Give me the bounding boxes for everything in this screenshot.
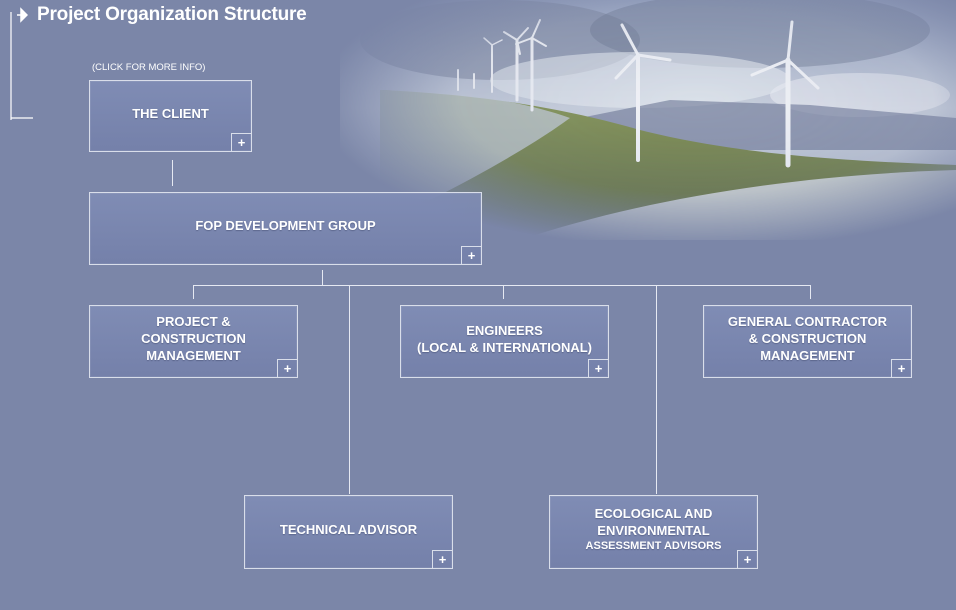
label-line: GENERAL CONTRACTOR (727, 314, 888, 329)
org-box-label: TECHNICAL ADVISOR (274, 521, 423, 538)
org-box-label: FOP DEVELOPMENT GROUP (189, 217, 381, 234)
connector-line (193, 285, 811, 286)
expand-plus-icon[interactable]: + (588, 359, 608, 377)
expand-plus-icon[interactable]: + (432, 550, 452, 568)
org-box-label: ECOLOGICAL AND ENVIRONMENTAL ASSESSMENT … (580, 505, 728, 554)
connector-line (349, 285, 350, 494)
connector-line (810, 285, 811, 299)
org-box-engineers[interactable]: ENGINEERS (LOCAL & INTERNATIONAL) + (400, 305, 609, 378)
label-line: ASSESSMENT ADVISORS (585, 539, 722, 552)
connector-line (193, 285, 194, 299)
org-box-project-construction-management[interactable]: PROJECT & CONSTRUCTION MANAGEMENT + (89, 305, 298, 378)
label-line: CONSTRUCTION (141, 331, 246, 346)
label-line: THE CLIENT (132, 105, 209, 121)
org-box-technical-advisor[interactable]: TECHNICAL ADVISOR + (244, 495, 453, 569)
label-line: TECHNICAL ADVISOR (279, 521, 418, 537)
label-line: MANAGEMENT (760, 348, 855, 363)
expand-plus-icon[interactable]: + (277, 359, 297, 377)
org-box-general-contractor[interactable]: GENERAL CONTRACTOR & CONSTRUCTION MANAGE… (703, 305, 912, 378)
label-line: PROJECT & (156, 314, 231, 329)
org-box-label: THE CLIENT (126, 105, 215, 122)
org-box-label: PROJECT & CONSTRUCTION MANAGEMENT (135, 313, 252, 364)
arrow-right-icon (17, 7, 28, 23)
label-line: ENVIRONMENTAL (597, 522, 710, 538)
label-line: ECOLOGICAL AND (594, 505, 713, 521)
connector-line (172, 160, 173, 186)
expand-plus-icon[interactable]: + (461, 246, 481, 264)
connector-line (503, 285, 504, 299)
label-line: ENGINEERS (466, 322, 543, 338)
org-box-ecological-environmental-advisors[interactable]: ECOLOGICAL AND ENVIRONMENTAL ASSESSMENT … (549, 495, 758, 569)
org-box-label: ENGINEERS (LOCAL & INTERNATIONAL) (411, 322, 598, 356)
wind-turbine-landscape-image (340, 0, 956, 240)
label-line: & CONSTRUCTION (748, 331, 867, 346)
org-box-fop-development-group[interactable]: FOP DEVELOPMENT GROUP + (89, 192, 482, 265)
label-line: MANAGEMENT (146, 348, 241, 363)
org-box-the-client[interactable]: THE CLIENT + (89, 80, 252, 152)
label-line: (LOCAL & INTERNATIONAL) (417, 339, 592, 355)
expand-plus-icon[interactable]: + (231, 133, 251, 151)
connector-line (656, 285, 657, 494)
page-title: Project Organization Structure (37, 4, 307, 25)
org-box-label: GENERAL CONTRACTOR & CONSTRUCTION MANAGE… (722, 313, 893, 364)
expand-plus-icon[interactable]: + (737, 550, 757, 568)
expand-plus-icon[interactable]: + (891, 359, 911, 377)
label-line: FOP DEVELOPMENT GROUP (195, 218, 376, 233)
title-bracket-line (10, 12, 33, 120)
click-hint: (CLICK FOR MORE INFO) (92, 62, 206, 73)
connector-line (322, 270, 323, 285)
